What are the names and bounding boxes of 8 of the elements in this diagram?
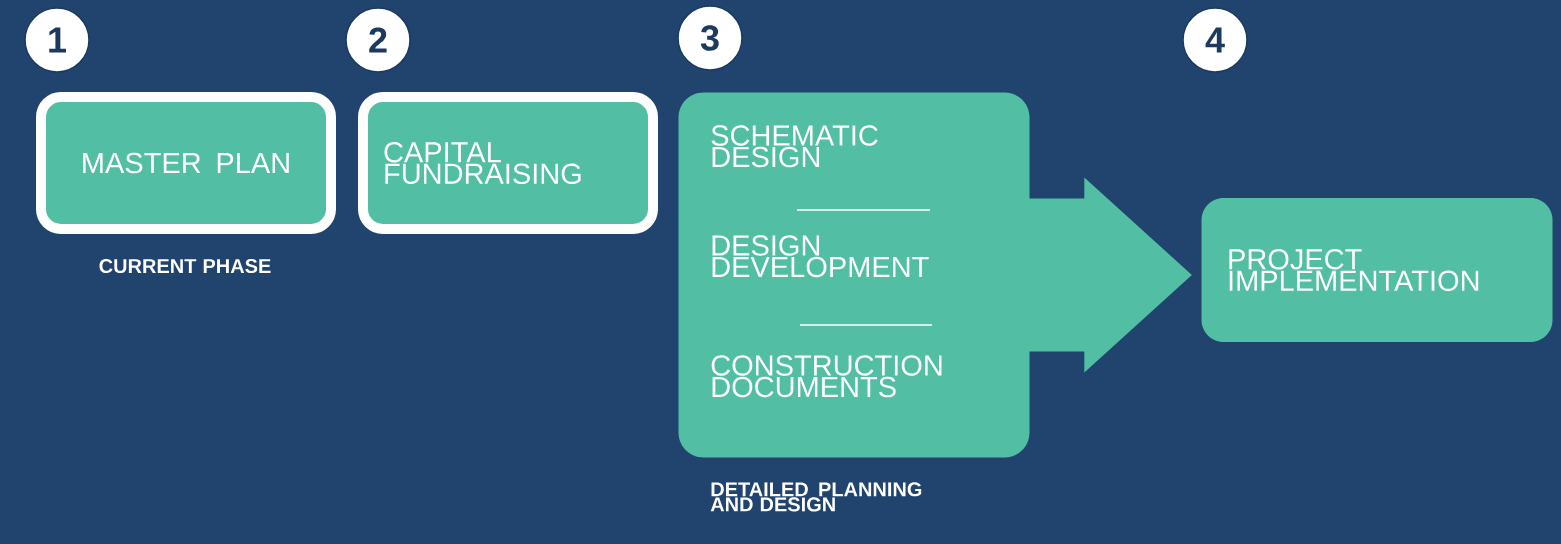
phase-text: SCHEMATIC DESIGN <box>711 125 878 168</box>
caption-text: CURRENT PHASE <box>99 258 271 274</box>
caption-text: DETAILED PLANNING AND DESIGN <box>710 482 922 512</box>
phase-box: MASTER PLAN <box>36 92 336 234</box>
phase-box: CAPITAL FUNDRAISING <box>358 92 658 234</box>
phase-box: PROJECT IMPLEMENTATION <box>1201 198 1553 342</box>
phase-text: CONSTRUCTION DOCUMENTS <box>711 355 942 398</box>
phase-text: DESIGN DEVELOPMENT <box>712 235 929 278</box>
